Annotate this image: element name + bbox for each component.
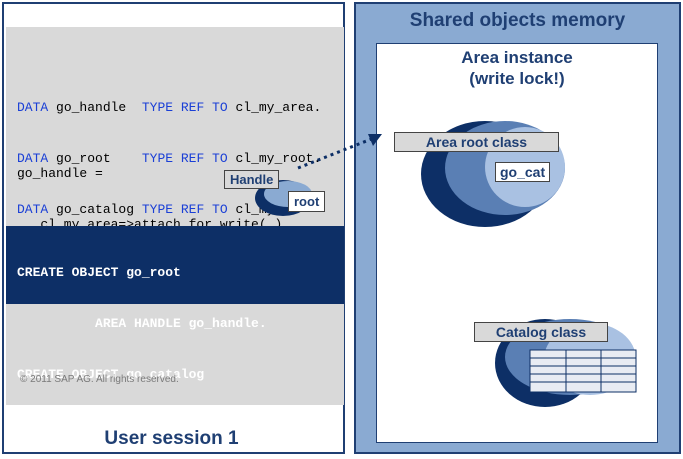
code-line: go_handle = [17,166,103,181]
area-title-line: (write lock!) [469,69,565,88]
code-area [6,27,344,405]
root-label: root [288,191,326,212]
code-line: CREATE OBJECT go_catalog [17,367,205,382]
code-line: AREA HANDLE go_handle. [17,316,267,331]
catalog-table-icon [529,349,637,393]
area-root-class-label: Area root class [394,132,559,152]
area-title-line: Area instance [461,48,573,67]
code-line: DATA go_handle TYPE REF TO cl_my_area. [17,100,322,115]
code-line: AREA HANDLE go_handle. [17,418,267,433]
create-statements: CREATE OBJECT go_root AREA HANDLE go_han… [17,230,267,451]
code-line: CREATE OBJECT go_root [17,265,181,280]
handle-label: Handle [224,170,280,189]
shared-objects-memory-title: Shared objects memory [409,10,626,31]
create-object-block [6,226,344,304]
go-cat-label: go_cat [495,162,551,182]
arrow-head-icon [368,134,382,146]
code-line: DATA go_root TYPE REF TO cl_my_root. [17,151,322,166]
copyright-text: © 2011 SAP AG. All rights reserved. [20,374,179,385]
catalog-class-label: Catalog class [474,322,608,342]
session-label: User session 1 [104,428,239,449]
data-declarations: DATA go_handle TYPE REF TO cl_my_area. D… [17,65,321,235]
area-instance-title: Area instance (write lock!) [376,47,658,89]
dotted-arrow-line [297,136,375,170]
